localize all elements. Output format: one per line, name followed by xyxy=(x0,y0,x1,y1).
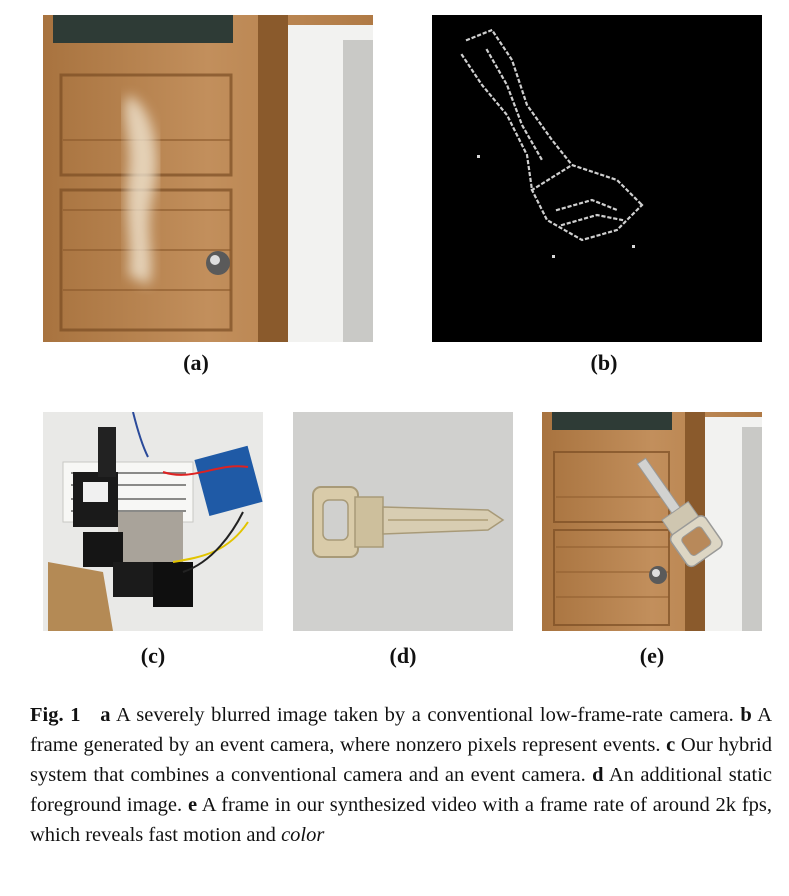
caption-letter-a: a xyxy=(100,704,111,726)
panel-c-label: (c) xyxy=(140,643,166,668)
caption-text-b: A frame generated by an event camera, wh… xyxy=(30,704,773,756)
caption-letter-e: e xyxy=(187,794,198,816)
figure-caption: Fig. 1 a A severely blurred image taken … xyxy=(30,700,772,850)
panel-b-event-frame xyxy=(432,15,762,342)
panel-c-hybrid-system xyxy=(43,412,263,631)
figure-number: Fig. 1 xyxy=(30,704,81,726)
panel-e-label: (e) xyxy=(639,643,665,668)
door-blurred-illustration xyxy=(43,15,373,342)
caption-emphasis-color: color xyxy=(281,824,325,846)
panel-a-blurred-image xyxy=(43,15,373,342)
panel-a-label: (a) xyxy=(183,350,209,375)
key-illustration xyxy=(293,412,513,631)
caption-letter-d: d xyxy=(592,764,604,786)
door-sharp-key-illustration xyxy=(542,412,762,631)
hybrid-system-illustration xyxy=(43,412,263,631)
caption-text-e: A frame in our synthesized video with a … xyxy=(30,794,773,846)
panel-d-static-foreground xyxy=(293,412,513,631)
panel-b-label: (b) xyxy=(590,350,618,375)
caption-text-d: An additional static foreground image. xyxy=(30,764,772,816)
panel-d-label: (d) xyxy=(389,643,417,668)
panel-e-synthesized-frame xyxy=(542,412,762,631)
caption-letter-b: b xyxy=(740,704,752,726)
caption-letter-c: c xyxy=(666,734,676,756)
event-frame-illustration xyxy=(432,15,762,342)
caption-text-c: Our hybrid system that combines a conven… xyxy=(30,734,772,786)
caption-text-a: A severely blurred image taken by a conv… xyxy=(110,704,741,726)
